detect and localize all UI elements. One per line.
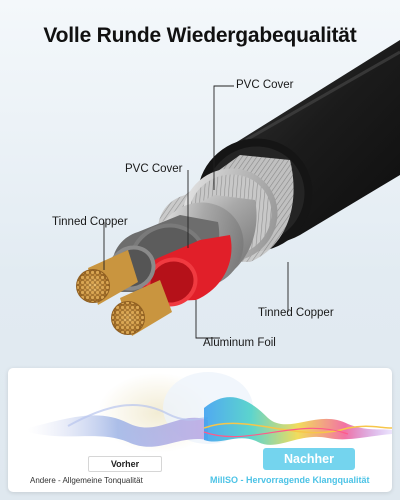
callout-inner-pvc-cover: PVC Cover [125,163,183,175]
callout-tinned-copper-right: Tinned Copper [258,307,334,319]
headline: Volle Runde Wiedergabequalität [43,24,357,47]
callout-outer-pvc-cover: PVC Cover [236,79,294,91]
callout-aluminum-foil: Aluminum Foil [203,337,276,349]
after-caption: MillSO - Hervorragende Klangqualität [210,475,370,485]
sound-wave-illustration [28,372,392,468]
after-label-button[interactable]: Nachher [263,448,355,470]
callout-tinned-copper-left: Tinned Copper [52,216,128,228]
cable-cross-section-illustration [76,40,400,339]
before-label-button[interactable]: Vorher [88,456,162,472]
sound-quality-comparison-panel: Vorher Nachher Andere - Allgemeine Tonqu… [8,368,392,492]
before-caption: Andere - Allgemeine Tonqualität [30,476,143,485]
